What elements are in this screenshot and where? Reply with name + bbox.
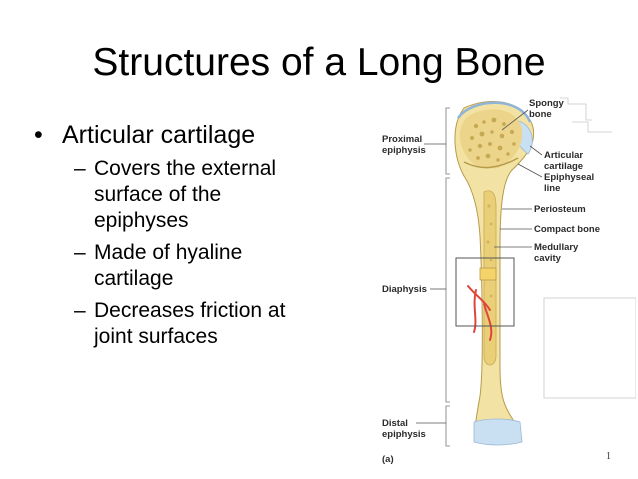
leader-epiphyseal bbox=[517, 163, 543, 178]
dash-icon: – bbox=[74, 241, 86, 264]
page-number: 1 bbox=[606, 451, 611, 462]
slide-title: Structures of a Long Bone bbox=[92, 41, 546, 84]
nutrient-artery bbox=[467, 285, 493, 341]
sub-bullet-1: –Covers the external surface of the epip… bbox=[74, 156, 334, 234]
sub-bullet-3-line-1: Decreases friction at bbox=[94, 299, 286, 322]
bracket-distal bbox=[445, 405, 450, 447]
dash-icon: – bbox=[74, 157, 86, 180]
sub-bullet-2-line-1: Made of hyaline bbox=[94, 241, 243, 264]
sub-bullet-1-line-2: surface of the bbox=[94, 183, 222, 206]
bracket-proximal bbox=[445, 107, 450, 175]
sub-bullet-2-line-2: cartilage bbox=[94, 267, 174, 290]
bullet-articular-cartilage: • Articular cartilage bbox=[34, 120, 334, 150]
panel-label: (a) bbox=[382, 454, 394, 465]
inset-edge bbox=[560, 97, 592, 121]
bracket-diaphysis bbox=[445, 177, 450, 403]
bullet-list: • Articular cartilage –Covers the extern… bbox=[34, 120, 334, 350]
leader-spongy bbox=[501, 109, 529, 131]
leader-articular bbox=[529, 145, 543, 156]
cut-section-block bbox=[479, 267, 497, 281]
label-periosteum: Periosteum bbox=[534, 204, 586, 215]
sub-bullet-1-line-1: Covers the external bbox=[94, 157, 277, 180]
bullet-dot-icon: • bbox=[34, 121, 43, 149]
epiphyseal-line bbox=[463, 157, 519, 169]
spongy-bone-holes bbox=[468, 117, 516, 162]
enlarged-view-box bbox=[455, 257, 515, 327]
distal-cartilage bbox=[473, 418, 523, 446]
inset-frame bbox=[543, 297, 636, 399]
sub-bullet-3-line-2: joint surfaces bbox=[94, 325, 218, 348]
dash-icon: – bbox=[74, 299, 86, 322]
sub-bullet-2: –Made of hyaline cartilage bbox=[74, 240, 334, 292]
sub-bullet-3: –Decreases friction at joint surfaces bbox=[74, 298, 334, 350]
inset-edge-2 bbox=[572, 121, 612, 133]
bullet-text: Articular cartilage bbox=[62, 121, 256, 149]
sub-bullet-1-line-3: epiphyses bbox=[94, 209, 189, 232]
label-compact-bone: Compact bone bbox=[534, 224, 600, 235]
label-diaphysis: Diaphysis bbox=[382, 284, 427, 295]
periosteum-line bbox=[456, 101, 532, 123]
